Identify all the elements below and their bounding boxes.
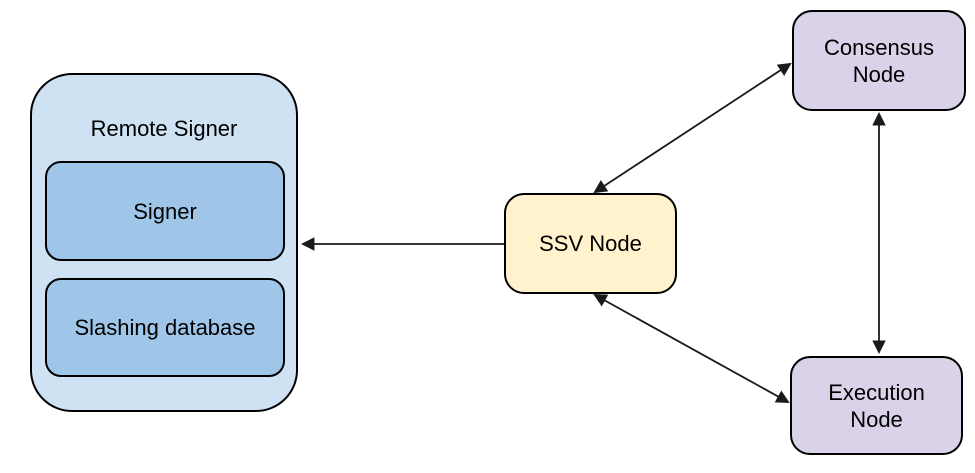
node-remote-signer: Remote Signer Signer Slashing database [30, 73, 298, 412]
edge-ssv-execution-arrow [593, 294, 790, 403]
node-signer: Signer [45, 161, 285, 261]
edge-ssv-consensus-arrow [593, 62, 792, 194]
consensus-node-label: Consensus Node [823, 34, 935, 87]
signer-label: Signer [133, 198, 197, 224]
node-ssv: SSV Node [504, 193, 677, 294]
node-execution: Execution Node [790, 356, 963, 455]
remote-signer-label: Remote Signer [90, 116, 238, 141]
ssv-node-label: SSV Node [539, 231, 642, 256]
execution-node-label: Execution Node [828, 379, 925, 432]
node-consensus: Consensus Node [792, 10, 966, 111]
node-slashing-database: Slashing database [45, 278, 285, 377]
slashing-database-label: Slashing database [74, 315, 256, 340]
